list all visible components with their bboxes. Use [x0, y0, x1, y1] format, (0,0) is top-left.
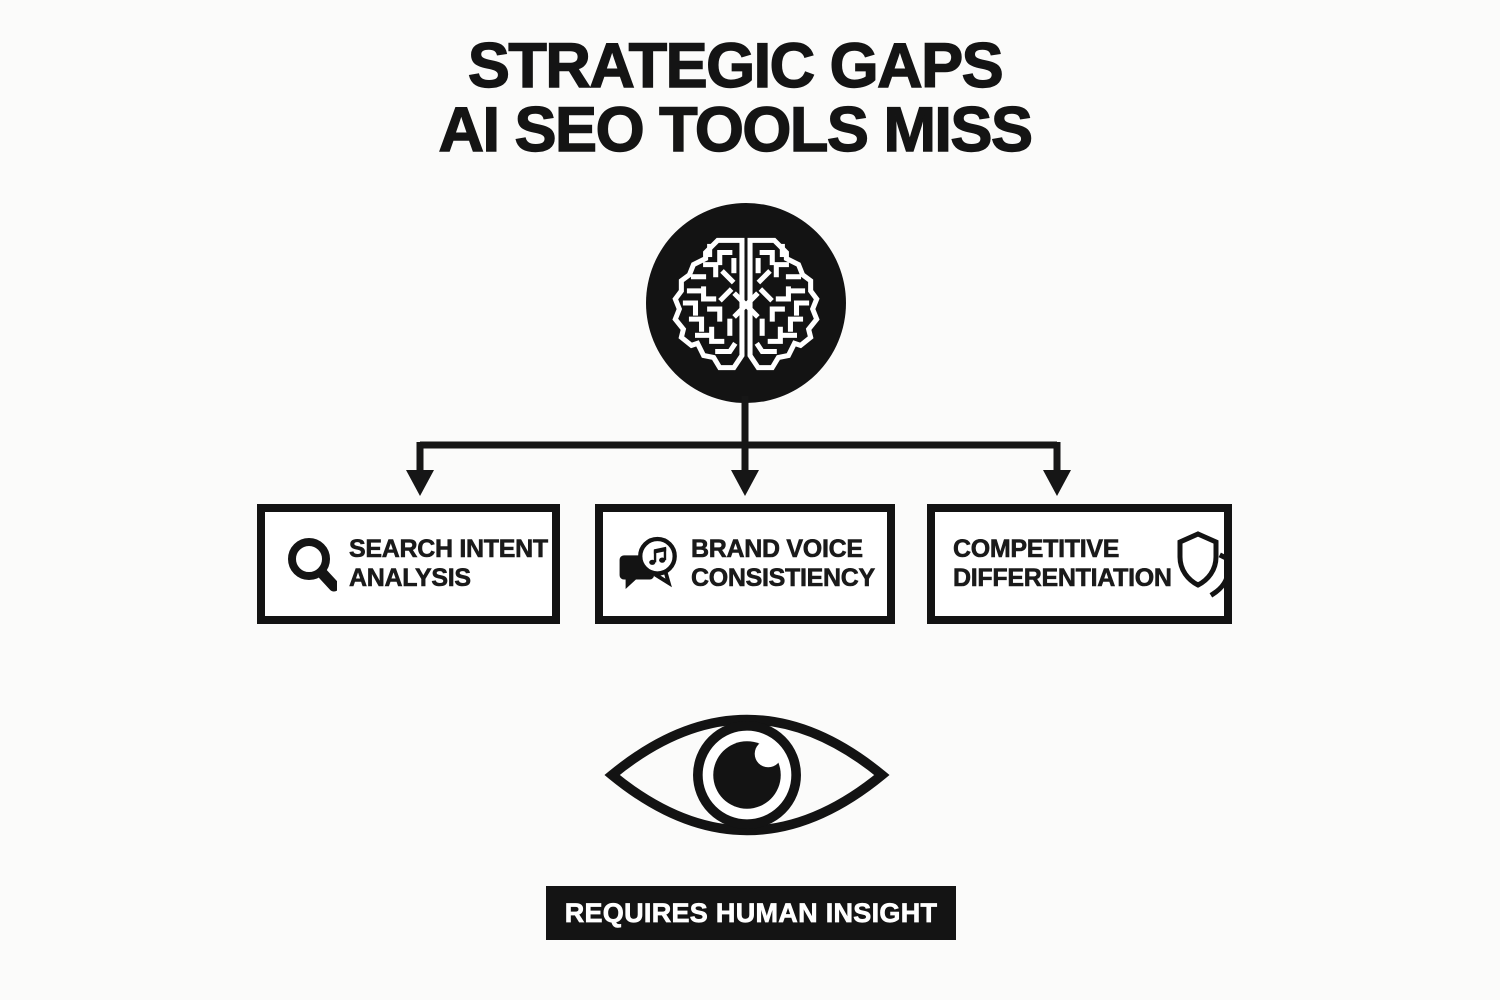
box-label-line-1: COMPETITIVE: [953, 535, 1120, 564]
connector-arrows: [378, 396, 1122, 506]
box-label-line-2: CONSISTIENCY: [691, 564, 876, 593]
brain-icon: [645, 202, 847, 404]
box-label: COMPETITIVE DIFFERENTIATION: [953, 535, 1173, 593]
box-label-line-1: SEARCH INTENT: [349, 535, 549, 564]
title-line-2: AI SEO TOOLS MISS: [438, 95, 1034, 165]
box-label-line-2: ANALYSIS: [349, 564, 472, 593]
box-search-intent-analysis: SEARCH INTENT ANALYSIS: [257, 504, 560, 624]
eye-icon: [602, 695, 892, 855]
search-icon: [285, 536, 337, 592]
shields-icon: [1172, 530, 1232, 598]
banner-label: REQUIRES HUMAN INSIGHT: [564, 897, 938, 928]
box-label-line-1: BRAND VOICE: [691, 535, 864, 564]
brain-icon-svg: [646, 203, 846, 403]
title-line-1: STRATEGIC GAPS: [467, 31, 1004, 101]
box-label-line-2: DIFFERENTIATION: [953, 564, 1173, 593]
box-competitive-differentiation: COMPETITIVE DIFFERENTIATION: [927, 504, 1232, 624]
page-title: STRATEGIC GAPS AI SEO TOOLS MISS: [0, 31, 1470, 165]
box-label: BRAND VOICE CONSISTIENCY: [691, 535, 876, 593]
requires-human-insight-banner: REQUIRES HUMAN INSIGHT: [546, 886, 956, 940]
box-label: SEARCH INTENT ANALYSIS: [349, 535, 549, 593]
brand-voice-icon: [617, 532, 679, 596]
box-brand-voice-consistency: BRAND VOICE CONSISTIENCY: [595, 504, 895, 624]
connector-svg: [406, 396, 1071, 496]
